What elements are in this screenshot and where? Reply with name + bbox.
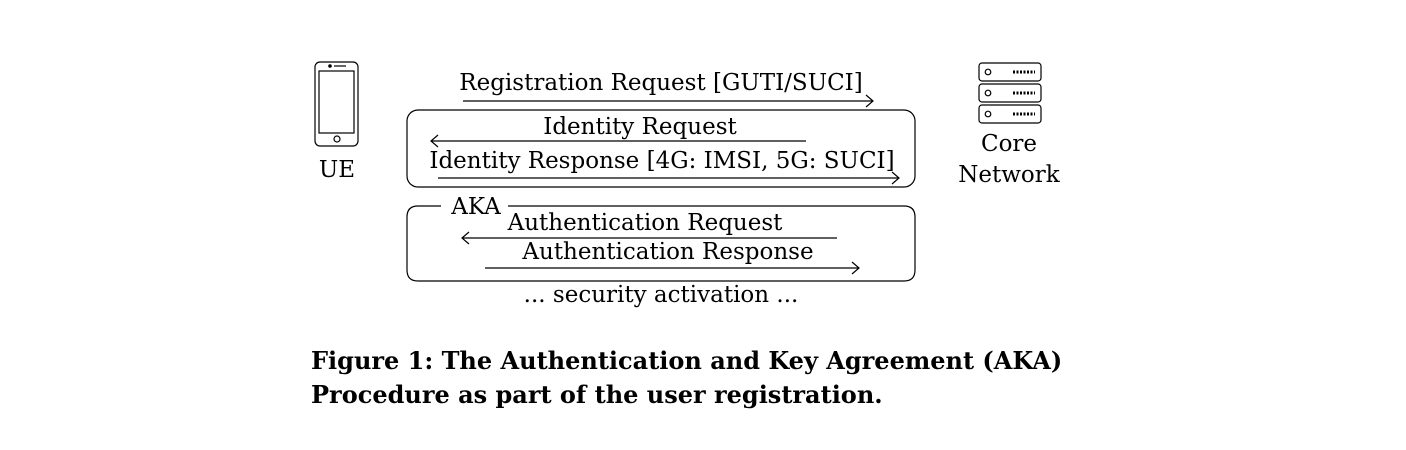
aka-box xyxy=(406,205,916,282)
identity-request-arrow xyxy=(430,134,806,148)
core-network-label-line1: Core xyxy=(981,131,1037,157)
authentication-response-label: Authentication Response xyxy=(521,239,813,265)
registration-request-arrow xyxy=(463,94,874,108)
registration-request-label: Registration Request [GUTI/SUCI] xyxy=(459,70,862,96)
authentication-request-label: Authentication Request xyxy=(507,210,784,236)
ue-label: UE xyxy=(319,157,355,183)
core-network-label-line2: Network xyxy=(958,162,1061,188)
identity-response-label: Identity Response [4G: IMSI, 5G: SUCI] xyxy=(429,148,894,174)
authentication-request-arrow xyxy=(461,231,837,245)
figure-caption: Figure 1: The Authentication and Key Agr… xyxy=(311,346,1063,409)
aka-label: AKA xyxy=(450,194,501,220)
server-icon xyxy=(978,62,1042,124)
identity-request-label: Identity Request xyxy=(543,114,737,140)
smartphone-icon xyxy=(314,61,359,147)
identity-response-arrow xyxy=(438,171,900,185)
identity-exchange-box xyxy=(406,109,916,188)
authentication-response-arrow xyxy=(485,261,860,275)
security-activation-label: ... security activation ... xyxy=(524,282,799,308)
